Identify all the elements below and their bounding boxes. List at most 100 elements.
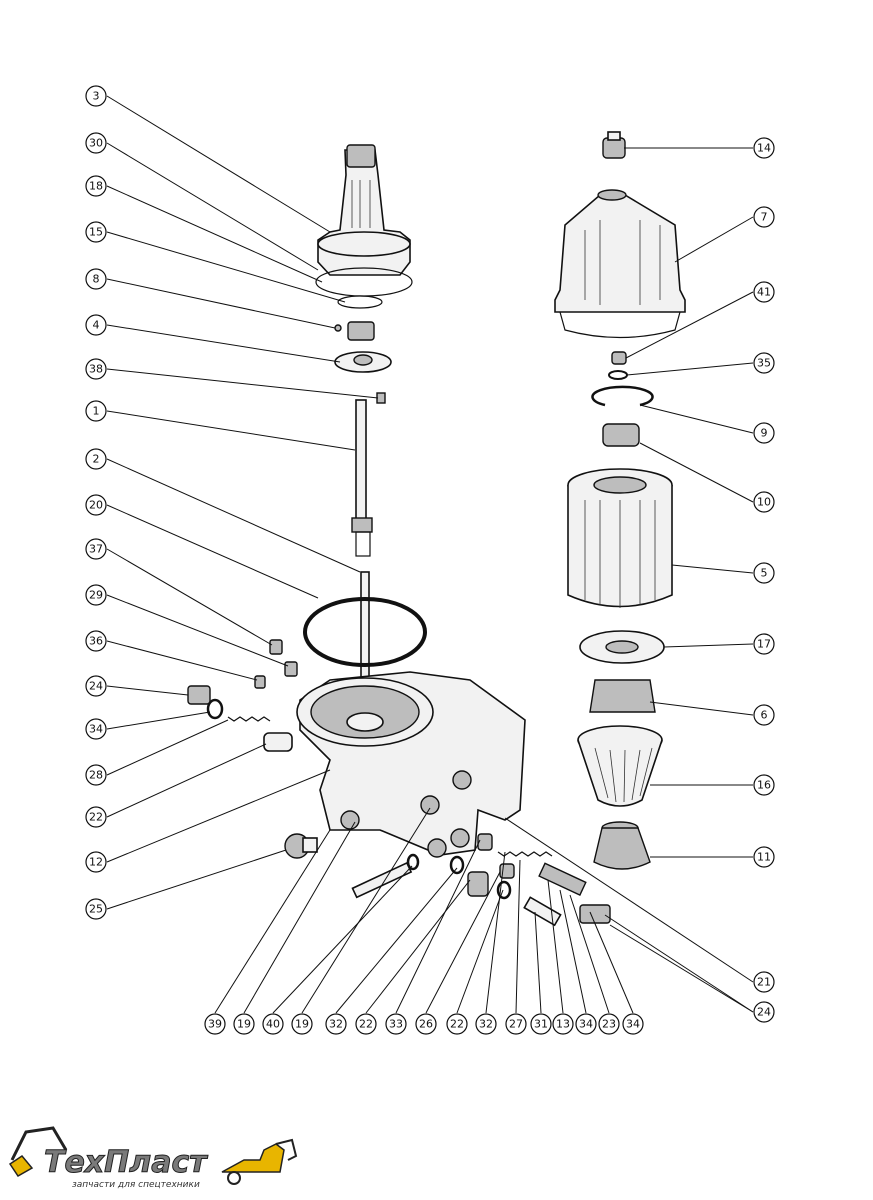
svg-text:10: 10	[757, 496, 771, 509]
svg-text:37: 37	[89, 543, 103, 556]
svg-text:22: 22	[359, 1018, 373, 1031]
svg-text:7: 7	[761, 211, 768, 224]
callout-31: 31	[530, 1013, 552, 1035]
svg-text:16: 16	[757, 779, 771, 792]
callout-22-left: 22	[85, 806, 107, 828]
svg-text:19: 19	[237, 1018, 251, 1031]
excavator-arm-icon	[8, 1126, 68, 1177]
callout-7: 7	[753, 206, 775, 228]
callout-34-a: 34	[575, 1013, 597, 1035]
callout-34-left: 34	[85, 718, 107, 740]
svg-text:27: 27	[509, 1018, 523, 1031]
callout-3: 3	[85, 85, 107, 107]
svg-text:32: 32	[479, 1018, 493, 1031]
callout-21: 21	[753, 971, 775, 993]
svg-text:11: 11	[757, 851, 771, 864]
callout-11: 11	[753, 846, 775, 868]
svg-text:15: 15	[89, 226, 103, 239]
outer-cover-part	[554, 189, 686, 339]
callout-14: 14	[753, 137, 775, 159]
lower-filter-parts	[577, 630, 665, 870]
callout-40: 40	[262, 1013, 284, 1035]
svg-text:8: 8	[93, 273, 100, 286]
svg-text:41: 41	[757, 286, 771, 299]
svg-text:32: 32	[329, 1018, 343, 1031]
svg-text:39: 39	[208, 1018, 222, 1031]
svg-text:28: 28	[89, 769, 103, 782]
svg-text:29: 29	[89, 589, 103, 602]
bottom-callouts: 39 19 40 19 32 22 33 26 22 32 27 31 13 3…	[204, 1013, 644, 1035]
callout-34-b: 34	[622, 1013, 644, 1035]
callout-9: 9	[753, 422, 775, 444]
callout-19-a: 19	[233, 1013, 255, 1035]
callout-25: 25	[85, 898, 107, 920]
callout-22-a: 22	[355, 1013, 377, 1035]
callout-13: 13	[552, 1013, 574, 1035]
callout-32-b: 32	[475, 1013, 497, 1035]
svg-text:34: 34	[89, 723, 103, 736]
brand-slogan: запчасти для спецтехники	[72, 1180, 200, 1190]
svg-text:22: 22	[450, 1018, 464, 1031]
small-nut-part	[334, 321, 392, 404]
callout-33: 33	[385, 1013, 407, 1035]
callout-10: 10	[753, 491, 775, 513]
svg-text:5: 5	[761, 567, 768, 580]
brand-name: ТехПласт	[44, 1145, 208, 1180]
callout-6: 6	[753, 704, 775, 726]
callout-27: 27	[505, 1013, 527, 1035]
svg-text:31: 31	[534, 1018, 548, 1031]
cap-bolt-part	[602, 131, 626, 159]
svg-text:36: 36	[89, 635, 103, 648]
svg-text:9: 9	[761, 427, 768, 440]
callout-18: 18	[85, 175, 107, 197]
callout-20: 20	[85, 494, 107, 516]
svg-text:17: 17	[757, 638, 771, 651]
callout-24-right: 24	[753, 1001, 775, 1023]
svg-text:18: 18	[89, 180, 103, 193]
filter-base-body-part	[296, 671, 526, 858]
center-rod-part	[351, 399, 373, 703]
svg-text:19: 19	[295, 1018, 309, 1031]
leader-lines	[106, 95, 754, 1014]
callout-1: 1	[85, 400, 107, 422]
callout-2: 2	[85, 448, 107, 470]
callout-37: 37	[85, 538, 107, 560]
callout-22-b: 22	[446, 1013, 468, 1035]
svg-text:34: 34	[579, 1018, 593, 1031]
callout-17: 17	[753, 633, 775, 655]
callout-35: 35	[753, 352, 775, 374]
callout-19-b: 19	[291, 1013, 313, 1035]
svg-text:22: 22	[89, 811, 103, 824]
svg-text:3: 3	[93, 90, 100, 103]
company-logo: ТехПласт запчасти для спецтехники	[8, 1126, 298, 1190]
svg-text:30: 30	[89, 137, 103, 150]
svg-text:13: 13	[556, 1018, 570, 1031]
svg-text:14: 14	[757, 142, 771, 155]
svg-text:24: 24	[757, 1006, 771, 1019]
callout-41: 41	[753, 281, 775, 303]
o-ring-part	[303, 597, 427, 667]
svg-text:4: 4	[93, 319, 100, 332]
callout-39: 39	[204, 1013, 226, 1035]
upper-housing-part	[315, 144, 413, 309]
callout-23: 23	[598, 1013, 620, 1035]
callout-26: 26	[415, 1013, 437, 1035]
callout-32-a: 32	[325, 1013, 347, 1035]
svg-text:26: 26	[419, 1018, 433, 1031]
callout-28: 28	[85, 764, 107, 786]
svg-text:12: 12	[89, 856, 103, 869]
left-callouts: 3 30 18 15 8 4 38 1 2 20 37 29 36 24 34 …	[85, 85, 107, 920]
bottom-small-parts	[351, 833, 611, 927]
svg-text:20: 20	[89, 499, 103, 512]
callout-8: 8	[85, 268, 107, 290]
svg-text:24: 24	[89, 680, 103, 693]
svg-text:1: 1	[93, 405, 100, 418]
filter-element-part	[567, 468, 673, 608]
svg-text:35: 35	[757, 357, 771, 370]
svg-text:6: 6	[761, 709, 768, 722]
callout-24-left: 24	[85, 675, 107, 697]
callout-15: 15	[85, 221, 107, 243]
loader-bucket-icon	[221, 1138, 298, 1185]
svg-text:38: 38	[89, 363, 103, 376]
